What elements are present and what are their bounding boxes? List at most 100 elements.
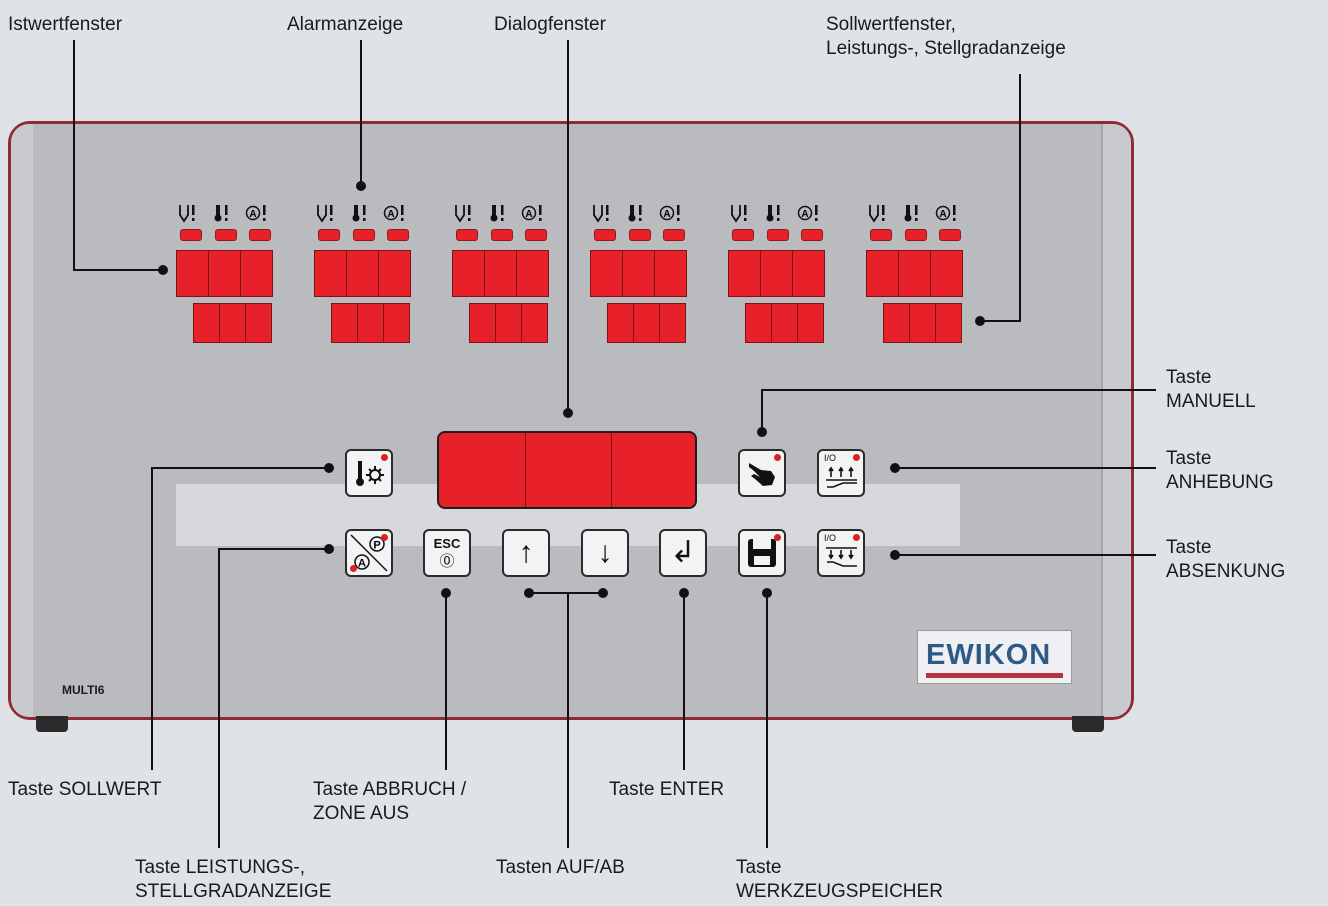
- tool-memory-key[interactable]: [738, 529, 786, 577]
- io-label: I/O: [824, 453, 837, 463]
- setpoint-digit: [495, 303, 522, 343]
- svg-text:A: A: [939, 209, 946, 220]
- actual-value-digit: [176, 250, 209, 297]
- label-tool-memory-key: Taste WERKZEUGSPEICHER: [736, 857, 943, 902]
- alarm-led: [732, 229, 754, 241]
- lower-temperature-icon: [826, 547, 857, 567]
- right-side-rail: [1101, 124, 1131, 717]
- actual-value-digit: [516, 250, 549, 297]
- thermometer-alarm-icon: [349, 203, 373, 223]
- auto-manual-toggle-icon: P A: [350, 534, 388, 572]
- actual-value-digit: [760, 250, 793, 297]
- esc-label: ESC: [433, 536, 461, 551]
- setpoint-digit: [245, 303, 272, 343]
- svg-text:P: P: [373, 540, 380, 552]
- a-alarm-icon: A: [521, 203, 545, 223]
- label-actual-value-window: Istwertfenster: [8, 14, 123, 35]
- setpoint-digit: [935, 303, 962, 343]
- alarm-led: [249, 229, 271, 241]
- actual-value-digit: [314, 250, 347, 297]
- setpoint-digit: [331, 303, 358, 343]
- alarm-led: [594, 229, 616, 241]
- alarm-led: [939, 229, 961, 241]
- thermometer-alarm-icon: [211, 203, 235, 223]
- setpoint-digit: [797, 303, 824, 343]
- nozzle-alarm-icon: [314, 203, 338, 223]
- alarm-led: [629, 229, 651, 241]
- setpoint-digit: [745, 303, 772, 343]
- thermometer-alarm-icon: [625, 203, 649, 223]
- zone-1: A: [176, 203, 276, 343]
- alarm-led: [491, 229, 513, 241]
- alarm-led: [387, 229, 409, 241]
- alarm-led: [353, 229, 375, 241]
- alarm-led: [767, 229, 789, 241]
- arrow-up-icon: ↑: [518, 536, 534, 569]
- down-key[interactable]: ↓: [581, 529, 629, 577]
- power-display-key[interactable]: P A: [345, 529, 393, 577]
- svg-text:A: A: [358, 558, 366, 570]
- enter-key[interactable]: ↲: [659, 529, 707, 577]
- alarm-led: [180, 229, 202, 241]
- a-alarm-icon: A: [659, 203, 683, 223]
- boost-key[interactable]: I/O: [817, 449, 865, 497]
- a-alarm-icon: A: [935, 203, 959, 223]
- actual-value-digit: [240, 250, 273, 297]
- thermometer-alarm-icon: [763, 203, 787, 223]
- actual-value-digit: [792, 250, 825, 297]
- label-dialog-window: Dialogfenster: [494, 14, 606, 35]
- label-alarm-display: Alarmanzeige: [287, 14, 404, 35]
- manual-key[interactable]: [738, 449, 786, 497]
- logo-text: EWIKON: [926, 639, 1052, 671]
- esc-zone-off-key[interactable]: ESC ⓪: [423, 529, 471, 577]
- zone-2: A: [314, 203, 414, 343]
- actual-value-digit: [346, 250, 379, 297]
- zone-3: A: [452, 203, 552, 343]
- alarm-led: [663, 229, 685, 241]
- a-alarm-icon: A: [797, 203, 821, 223]
- thermometer-alarm-icon: [901, 203, 925, 223]
- setpoint-digit: [383, 303, 410, 343]
- ewikon-logo: EWIKON: [917, 630, 1072, 684]
- enter-icon: ↲: [670, 536, 696, 569]
- alarm-led: [456, 229, 478, 241]
- left-foot: [36, 716, 68, 732]
- svg-text:A: A: [525, 209, 532, 220]
- label-setpoint-key: Taste SOLLWERT: [8, 779, 162, 800]
- nozzle-alarm-icon: [866, 203, 890, 223]
- setback-key[interactable]: I/O: [817, 529, 865, 577]
- setpoint-digit: [357, 303, 384, 343]
- thermometer-setpoint-icon: [356, 461, 384, 486]
- dialog-window-display: [437, 431, 697, 509]
- floppy-disk-icon: [748, 539, 776, 567]
- a-alarm-icon: A: [245, 203, 269, 223]
- actual-value-digit: [378, 250, 411, 297]
- actual-value-digit: [452, 250, 485, 297]
- zone-6: A: [866, 203, 966, 343]
- nozzle-alarm-icon: [452, 203, 476, 223]
- setpoint-digit: [469, 303, 496, 343]
- setpoint-digit: [521, 303, 548, 343]
- label-setpoint-window: Sollwertfenster, Leistungs-, Stellgradan…: [826, 14, 1066, 59]
- io-label: I/O: [824, 533, 837, 543]
- label-cancel-key: Taste ABBRUCH / ZONE AUS: [313, 779, 467, 824]
- alarm-led: [801, 229, 823, 241]
- label-boost-key: Taste ANHEBUNG: [1166, 448, 1274, 493]
- actual-value-digit: [484, 250, 517, 297]
- actual-value-digit: [622, 250, 655, 297]
- actual-value-digit: [930, 250, 963, 297]
- svg-text:A: A: [387, 209, 394, 220]
- zone-off-icon: ⓪: [439, 553, 455, 570]
- logo-underline: [926, 673, 1063, 678]
- raise-temperature-icon: [826, 466, 857, 488]
- label-enter-key: Taste ENTER: [609, 779, 725, 800]
- zone-4: A: [590, 203, 690, 343]
- up-key[interactable]: ↑: [502, 529, 550, 577]
- hand-manual-icon: [749, 463, 775, 486]
- nozzle-alarm-icon: [728, 203, 752, 223]
- front-panel: [33, 124, 1093, 717]
- actual-value-digit: [654, 250, 687, 297]
- setpoint-key[interactable]: [345, 449, 393, 497]
- arrow-down-icon: ↓: [597, 536, 613, 569]
